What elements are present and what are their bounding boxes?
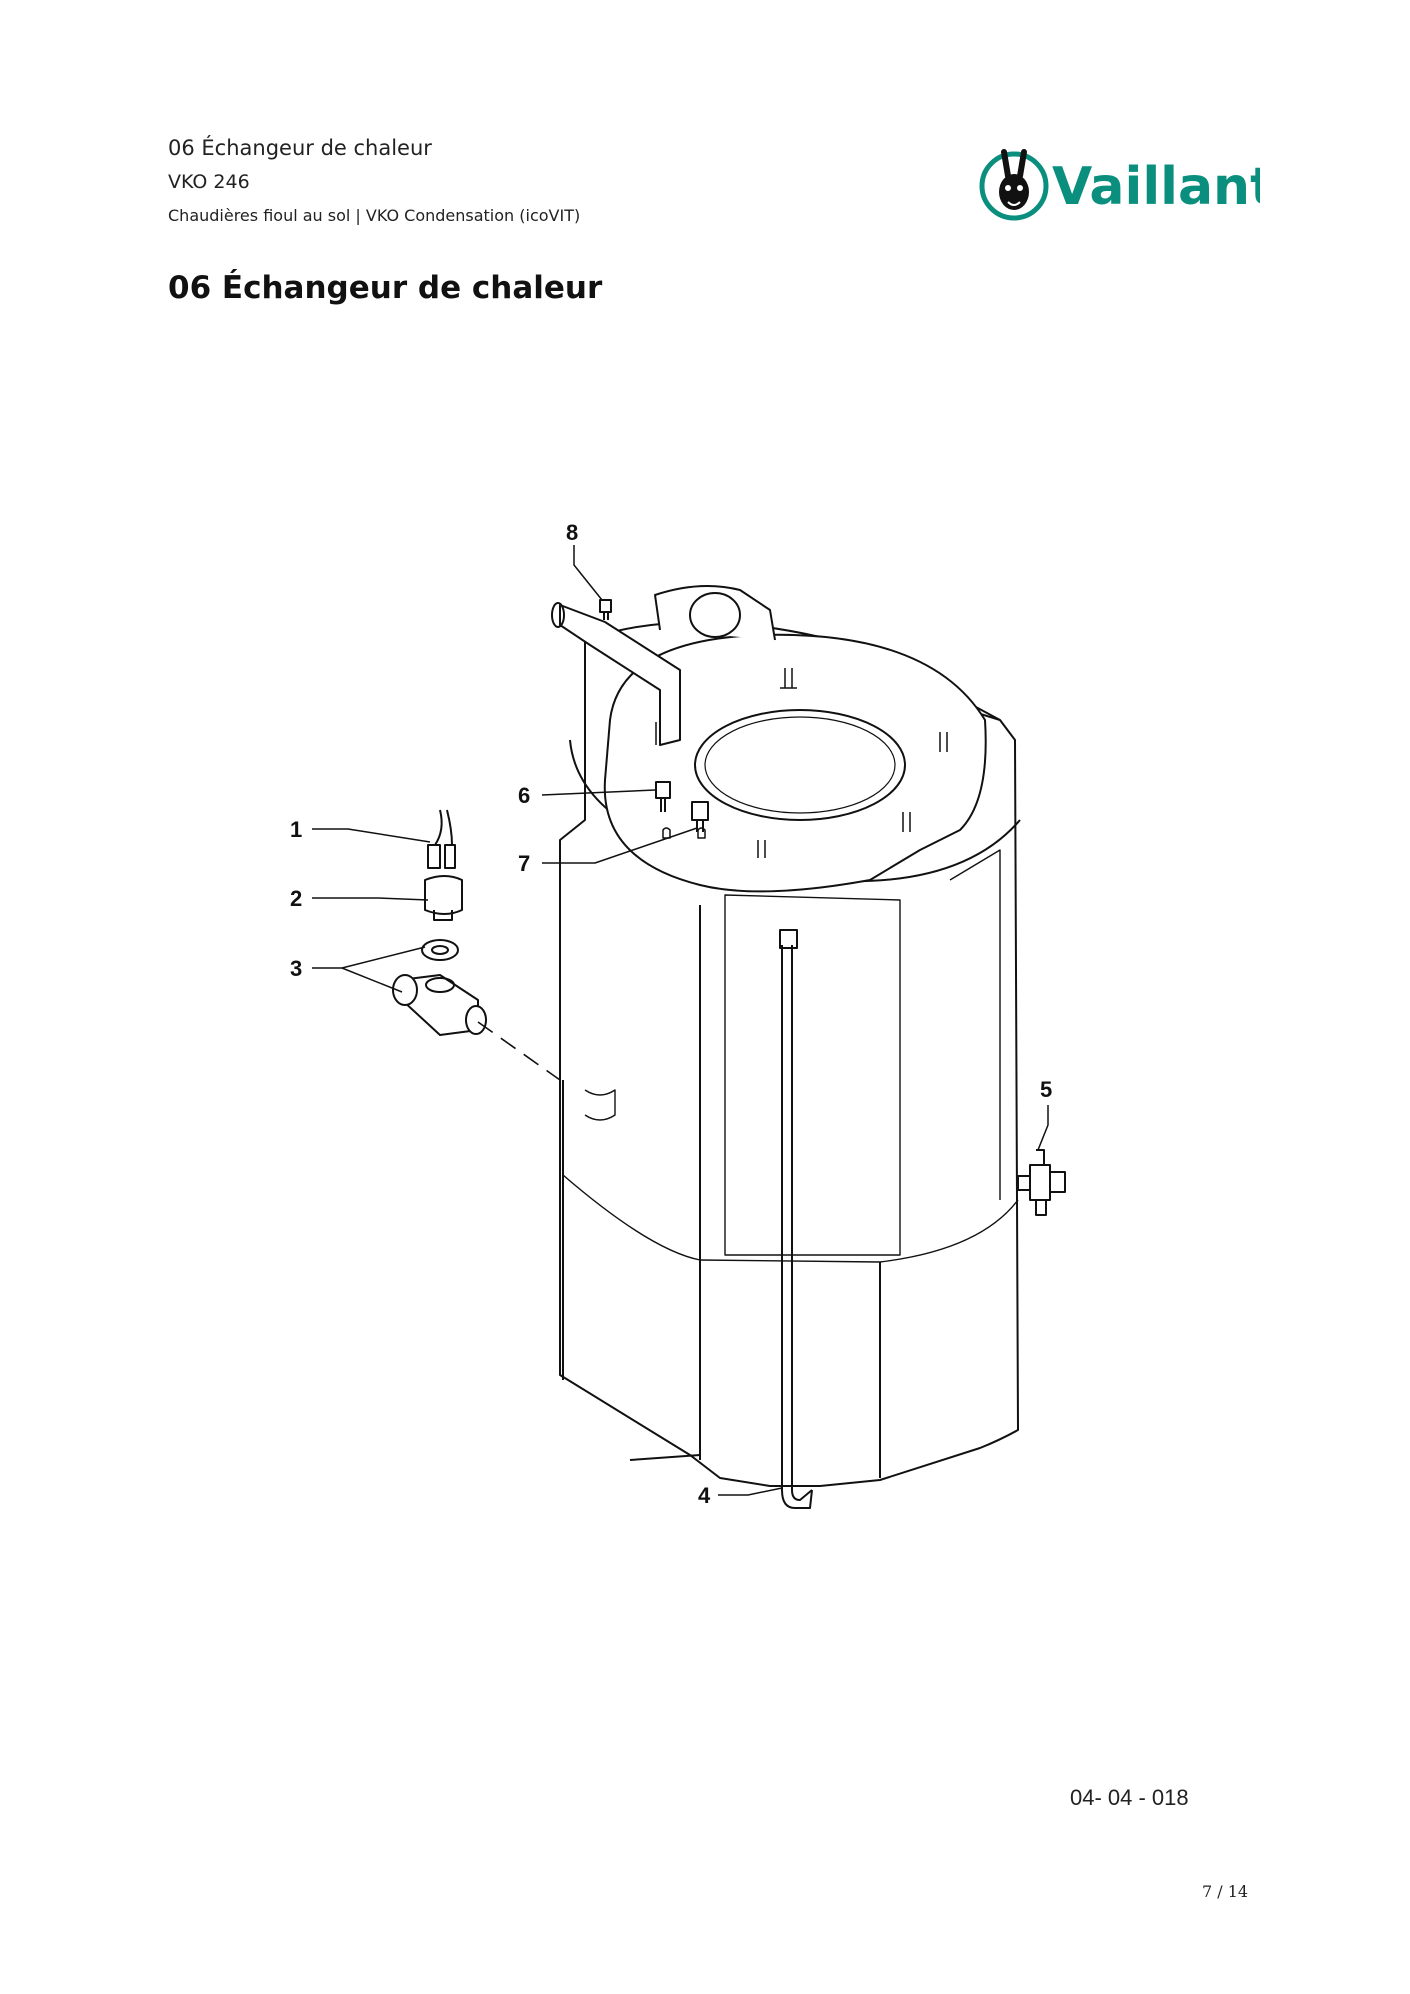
header-section: 06 Échangeur de chaleur xyxy=(168,136,432,160)
callout-1: 1 xyxy=(290,817,302,842)
part-1-clip xyxy=(427,809,456,869)
callout-2: 2 xyxy=(290,886,302,911)
air-vent-8 xyxy=(599,599,612,620)
top-plate xyxy=(603,585,987,893)
part-3-tee xyxy=(392,939,487,1036)
brand-name: Vaillant xyxy=(1052,157,1260,217)
hare-logo-icon xyxy=(979,149,1049,221)
condensate-pipe-4 xyxy=(779,929,813,1509)
valve-5 xyxy=(1017,1149,1066,1216)
callout-5: 5 xyxy=(1040,1077,1052,1102)
callout-7: 7 xyxy=(518,851,530,876)
callout-3: 3 xyxy=(290,956,302,981)
page-title: 06 Échangeur de chaleur xyxy=(168,270,603,306)
page-number: 7 / 14 xyxy=(1202,1882,1249,1901)
drawing-reference-code: 04- 04 - 018 xyxy=(1070,1785,1189,1810)
callout-labels: 8 6 7 1 2 3 4 5 xyxy=(290,520,1052,1508)
flow-pipe xyxy=(551,602,681,746)
callout-4: 4 xyxy=(698,1483,711,1508)
vaillant-logo: Vaillant xyxy=(979,149,1260,221)
assembly-axis-line xyxy=(477,1021,561,1081)
header-model: VKO 246 xyxy=(168,171,250,193)
leader-lines xyxy=(312,545,1049,1496)
header-category: Chaudières fioul au sol | VKO Condensati… xyxy=(168,206,581,225)
sensor-7 xyxy=(691,801,709,832)
part-2-sensor xyxy=(424,875,463,921)
callout-8: 8 xyxy=(566,520,578,545)
callout-6: 6 xyxy=(518,783,530,808)
sensor-6 xyxy=(655,781,671,812)
